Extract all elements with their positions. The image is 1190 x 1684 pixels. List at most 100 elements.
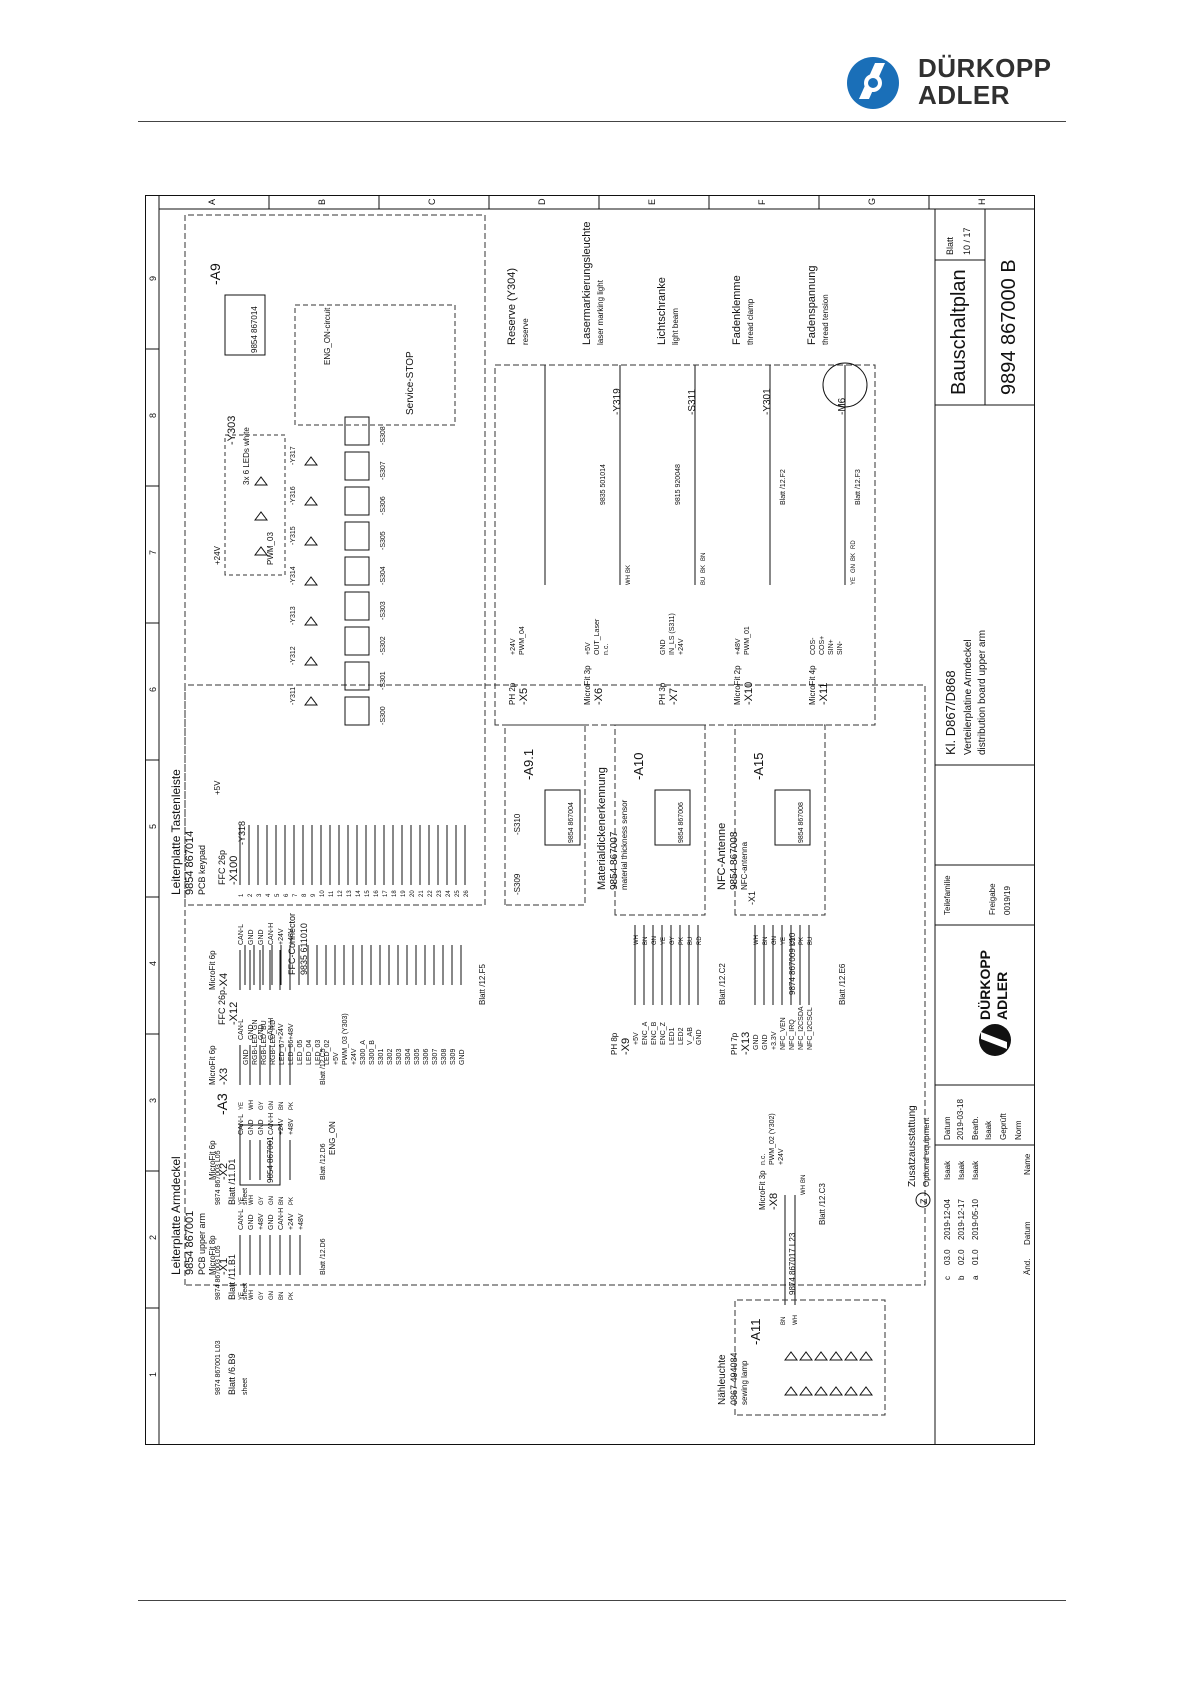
a9-label-no: 9854 867014 bbox=[184, 831, 196, 895]
a10-board-no: 9854 867006 bbox=[678, 802, 685, 843]
a9-led-id: -Y311 bbox=[290, 687, 297, 705]
a11-led-symbol bbox=[859, 1351, 873, 1361]
a9-led-symbol bbox=[304, 576, 318, 586]
a9-led-id: -Y316 bbox=[290, 486, 297, 505]
x13-wire-color: BN bbox=[763, 937, 769, 945]
x13-wire-color: BU bbox=[808, 937, 814, 945]
x13-wire-color: GY bbox=[790, 936, 796, 945]
x13-signal-list: GNDWHGNDBN+3.3VGNNFC_VENYENFC_IRQGYNFC_I… bbox=[753, 925, 814, 1050]
x8-ref: Blatt /12.C3 bbox=[818, 1183, 827, 1225]
x12-signal: S302 bbox=[387, 1049, 394, 1065]
brand-name: DÜRKOPP ADLER bbox=[918, 55, 1052, 109]
x9-signal: V_AB bbox=[687, 1027, 694, 1045]
wire-color: WH bbox=[626, 575, 632, 585]
x12-ref: Blatt /12.F5 bbox=[478, 964, 487, 1005]
sheet-number: 10 / 17 bbox=[962, 227, 972, 255]
a11-led-symbol bbox=[799, 1351, 813, 1361]
motor-symbol bbox=[822, 362, 868, 408]
x8-wire-color: WH bbox=[801, 1185, 807, 1195]
frame-col-label: 1 bbox=[148, 1372, 158, 1377]
a9-conn-type: FFC 26p bbox=[217, 850, 227, 885]
x12-type: FFC 26p bbox=[217, 990, 227, 1025]
rev-head: Änd. bbox=[1023, 1259, 1032, 1275]
x9-wire-color: PK bbox=[679, 937, 685, 945]
frame-row-label: H bbox=[977, 199, 987, 206]
x12-signal: S309 bbox=[450, 1049, 457, 1065]
x9-wire-color: GN bbox=[652, 936, 658, 945]
x13-signal: NFC_IRQ bbox=[789, 1019, 796, 1050]
a15-x1: -X1 bbox=[747, 891, 757, 905]
x9-signal: LED1 bbox=[669, 1027, 676, 1045]
revision-date: 2019-05-10 bbox=[971, 1199, 980, 1240]
a9-label-de: Leiterplatte Tastenleiste bbox=[169, 769, 183, 895]
x12-signal: +24V bbox=[351, 1048, 358, 1065]
a9-led-symbol bbox=[304, 496, 318, 506]
connector-type: MicroFit 6p bbox=[208, 1140, 217, 1180]
revision-letter: b bbox=[957, 1275, 966, 1280]
connector-signal: +5V bbox=[585, 642, 592, 655]
a9-pin-number: 18 bbox=[392, 890, 398, 897]
frame-row-label: G bbox=[867, 198, 877, 205]
wire-color: YE bbox=[239, 1102, 245, 1110]
revision-name: Isaak bbox=[943, 1160, 952, 1180]
x12-signal: LED_05 bbox=[297, 1040, 304, 1065]
optional-symbol-circle bbox=[915, 1192, 931, 1208]
a9-button bbox=[344, 661, 370, 691]
a9-led-symbol bbox=[304, 536, 318, 546]
connector-signal: CAN-L bbox=[238, 1114, 245, 1135]
a11-cable: 9874 867017 L23 bbox=[788, 1232, 797, 1295]
connector-signal: GND bbox=[258, 1024, 265, 1040]
x9-signal: +5V bbox=[633, 1032, 640, 1045]
a11-led-symbol bbox=[859, 1386, 873, 1396]
connector-signal: CAN-L bbox=[238, 924, 245, 945]
a9-led-id: -Y314 bbox=[290, 566, 297, 585]
a9-pin-number: 2 bbox=[248, 893, 254, 897]
wire-color: BN bbox=[279, 1197, 285, 1205]
x13-signal: NFC_I2CSCL bbox=[807, 1007, 814, 1050]
device-id: -Y301 bbox=[762, 388, 773, 415]
device-label-en: laser marking light bbox=[596, 279, 605, 345]
optional-label-de: Zusatzausstattung bbox=[907, 1105, 918, 1187]
part-number: 9815 920048 bbox=[675, 464, 682, 505]
a91-s310: -S310 bbox=[513, 813, 522, 835]
a11-wire-color: WH bbox=[793, 1315, 799, 1325]
connector-signal: GND bbox=[258, 1119, 265, 1135]
a9-switch-id: -S307 bbox=[380, 461, 387, 480]
x9-wire-color: BU bbox=[688, 937, 694, 945]
connector-signal: PWM_04 bbox=[519, 626, 526, 655]
wire-color: YE bbox=[239, 1292, 245, 1300]
sheet-link: Blatt /11.B1 bbox=[227, 1254, 237, 1300]
revision-table: c03.02019-12-04Isaakb02.02019-12-17Isaak… bbox=[943, 1160, 980, 1280]
x12-signal: LED_02 bbox=[324, 1040, 331, 1065]
frame-row-label: E bbox=[647, 199, 657, 205]
a9-switch-id: -S304 bbox=[380, 566, 387, 585]
a11-boundary bbox=[734, 1299, 886, 1416]
a11-label-no: 0867 494084 bbox=[729, 1352, 739, 1405]
connector-signal: OUT_Laser bbox=[594, 618, 601, 655]
date-label: Datum bbox=[943, 1116, 952, 1140]
x9-type: PH 8p bbox=[610, 1032, 619, 1055]
a15-board-symbol bbox=[774, 789, 811, 846]
sheet-word: sheet bbox=[242, 1188, 249, 1205]
name-label: Name bbox=[1023, 1153, 1032, 1175]
connector-signal: GND bbox=[258, 929, 265, 945]
connector-type: PH 3p bbox=[658, 682, 667, 705]
service-stop-label: Service-STOP bbox=[405, 351, 416, 415]
connector-id: -X3 bbox=[218, 1068, 230, 1085]
a9-pin-number: 10 bbox=[320, 890, 326, 897]
sheet-word: sheet bbox=[242, 1378, 249, 1395]
wire-color: WH bbox=[249, 1195, 255, 1205]
a9-pin-number: 4 bbox=[266, 893, 272, 897]
drawn-label: Bearb. bbox=[971, 1116, 980, 1140]
a9-button bbox=[344, 626, 370, 656]
a91-id: -A9.1 bbox=[521, 749, 536, 780]
a91-board-no: 9854 867004 bbox=[568, 802, 575, 843]
device-label: Lichtschranke bbox=[656, 277, 668, 345]
connector-signal: CAN-H bbox=[268, 1113, 275, 1135]
a3-label-no: 9854 867001 bbox=[184, 1211, 196, 1275]
a9-led-id: -Y317 bbox=[290, 446, 297, 465]
